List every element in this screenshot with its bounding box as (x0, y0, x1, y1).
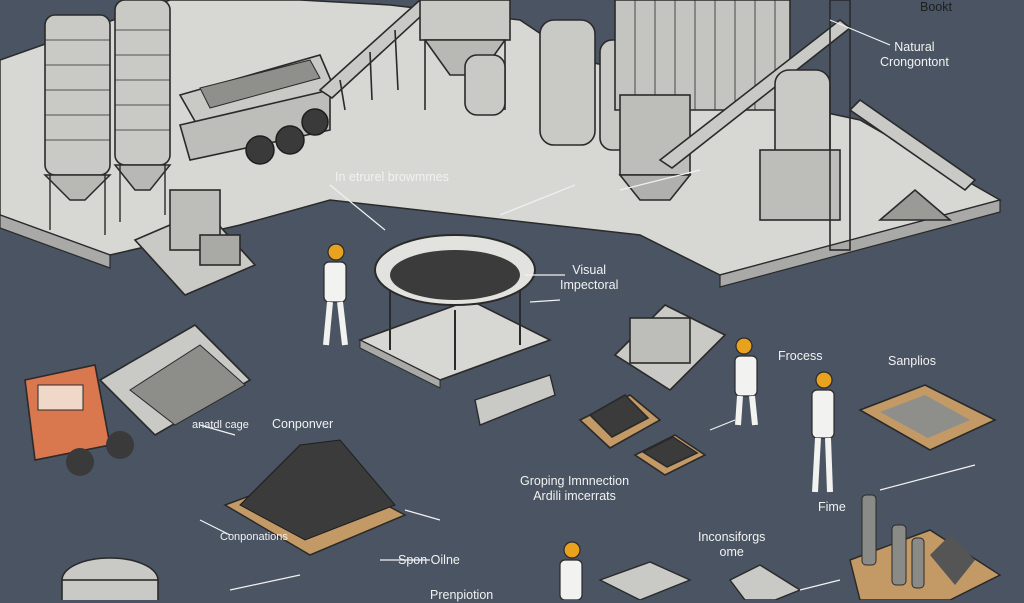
callout-arrows (199, 19, 976, 591)
mixing-plant (539, 0, 977, 251)
label-inconsiforges: Inconsiforgs ome (698, 530, 766, 559)
label-bookt: Bookt (920, 0, 952, 14)
dump-truck-icon (24, 323, 252, 476)
crusher-icon (578, 304, 727, 476)
label-in-structural: In etrurel browmmes (335, 170, 449, 184)
testing-machine (598, 561, 692, 600)
hopper-tower (419, 0, 511, 116)
worker-icon (811, 371, 835, 493)
label-spon-oline: Spon Oilne (398, 553, 460, 567)
label-grouping: Groping Imnnection Ardili imcerrats (520, 474, 630, 503)
label-process: Frocess (778, 349, 823, 363)
control-panel (133, 189, 257, 296)
tank-icon (61, 557, 159, 600)
label-visual-inspection: Visual Impectoral (560, 263, 619, 292)
label-preparation: Prenpiotion (430, 588, 494, 602)
beam-sample (728, 564, 802, 600)
sample-tray-icon (858, 384, 997, 451)
label-conponations: Conponations (220, 531, 288, 543)
label-conponver: Conponver (272, 417, 334, 431)
sieve-icon (357, 234, 556, 426)
silo-icon (43, 0, 172, 235)
worker-icon (559, 541, 583, 600)
cylinder-icon (849, 494, 1002, 600)
aggregate-pile-icon (223, 439, 407, 556)
label-small-scale: anatdl cage (192, 419, 249, 431)
plant-platform (0, 0, 1002, 276)
label-natural-component: Natural Crongontont (880, 40, 949, 69)
label-fime: Fime (818, 500, 846, 514)
label-samples: Sanplios (888, 354, 936, 368)
dump-truck-icon (178, 54, 337, 165)
worker-icon (323, 243, 348, 346)
worker-icon (734, 337, 758, 426)
